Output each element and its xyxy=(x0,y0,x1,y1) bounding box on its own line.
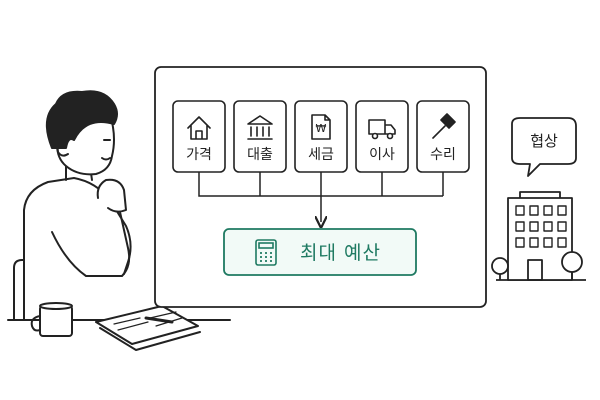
pen-icon xyxy=(144,316,174,324)
torso xyxy=(23,177,132,321)
factor-node-5: 수리 xyxy=(416,100,470,173)
factor-label: 수리 xyxy=(430,147,456,163)
max-budget-box: 최대 예산 xyxy=(223,228,417,276)
factor-label: 대출 xyxy=(247,147,273,163)
max-budget-label: 최대 예산 xyxy=(300,242,381,264)
building-door xyxy=(527,259,543,281)
hammer-icon xyxy=(432,113,456,139)
speech-bubble-icon xyxy=(511,117,577,177)
factor-nodes: 가격 대출 ₩ 세금 이사 수리 xyxy=(172,100,470,173)
tree-icon xyxy=(491,251,583,280)
factor-node-2: 대출 xyxy=(233,100,287,173)
chair xyxy=(13,259,31,321)
bank-icon xyxy=(247,115,273,140)
negotiation-label: 협상 xyxy=(530,132,558,150)
hand xyxy=(96,178,127,213)
svg-text:₩: ₩ xyxy=(316,122,327,135)
notebook-icon xyxy=(95,305,201,351)
house-icon xyxy=(187,116,211,140)
mug-icon xyxy=(30,302,73,337)
moving-truck-icon xyxy=(368,119,396,140)
building-windows xyxy=(515,205,567,248)
calculator-icon xyxy=(255,239,277,266)
speech-bubble: 협상 xyxy=(511,117,577,177)
connectors xyxy=(198,172,444,222)
building xyxy=(507,197,573,281)
factor-node-3: ₩ 세금 xyxy=(294,100,348,173)
face xyxy=(101,139,111,161)
factor-label: 세금 xyxy=(308,147,334,163)
factor-node-4: 이사 xyxy=(355,100,409,173)
factor-node-1: 가격 xyxy=(172,100,226,173)
factor-label: 가격 xyxy=(186,147,212,163)
person-illustration xyxy=(13,90,132,321)
tax-document-icon: ₩ xyxy=(311,114,331,140)
desk xyxy=(7,302,231,351)
factor-label: 이사 xyxy=(369,147,395,163)
arm xyxy=(51,211,131,277)
building-illustration xyxy=(491,191,586,281)
hair xyxy=(45,90,118,149)
